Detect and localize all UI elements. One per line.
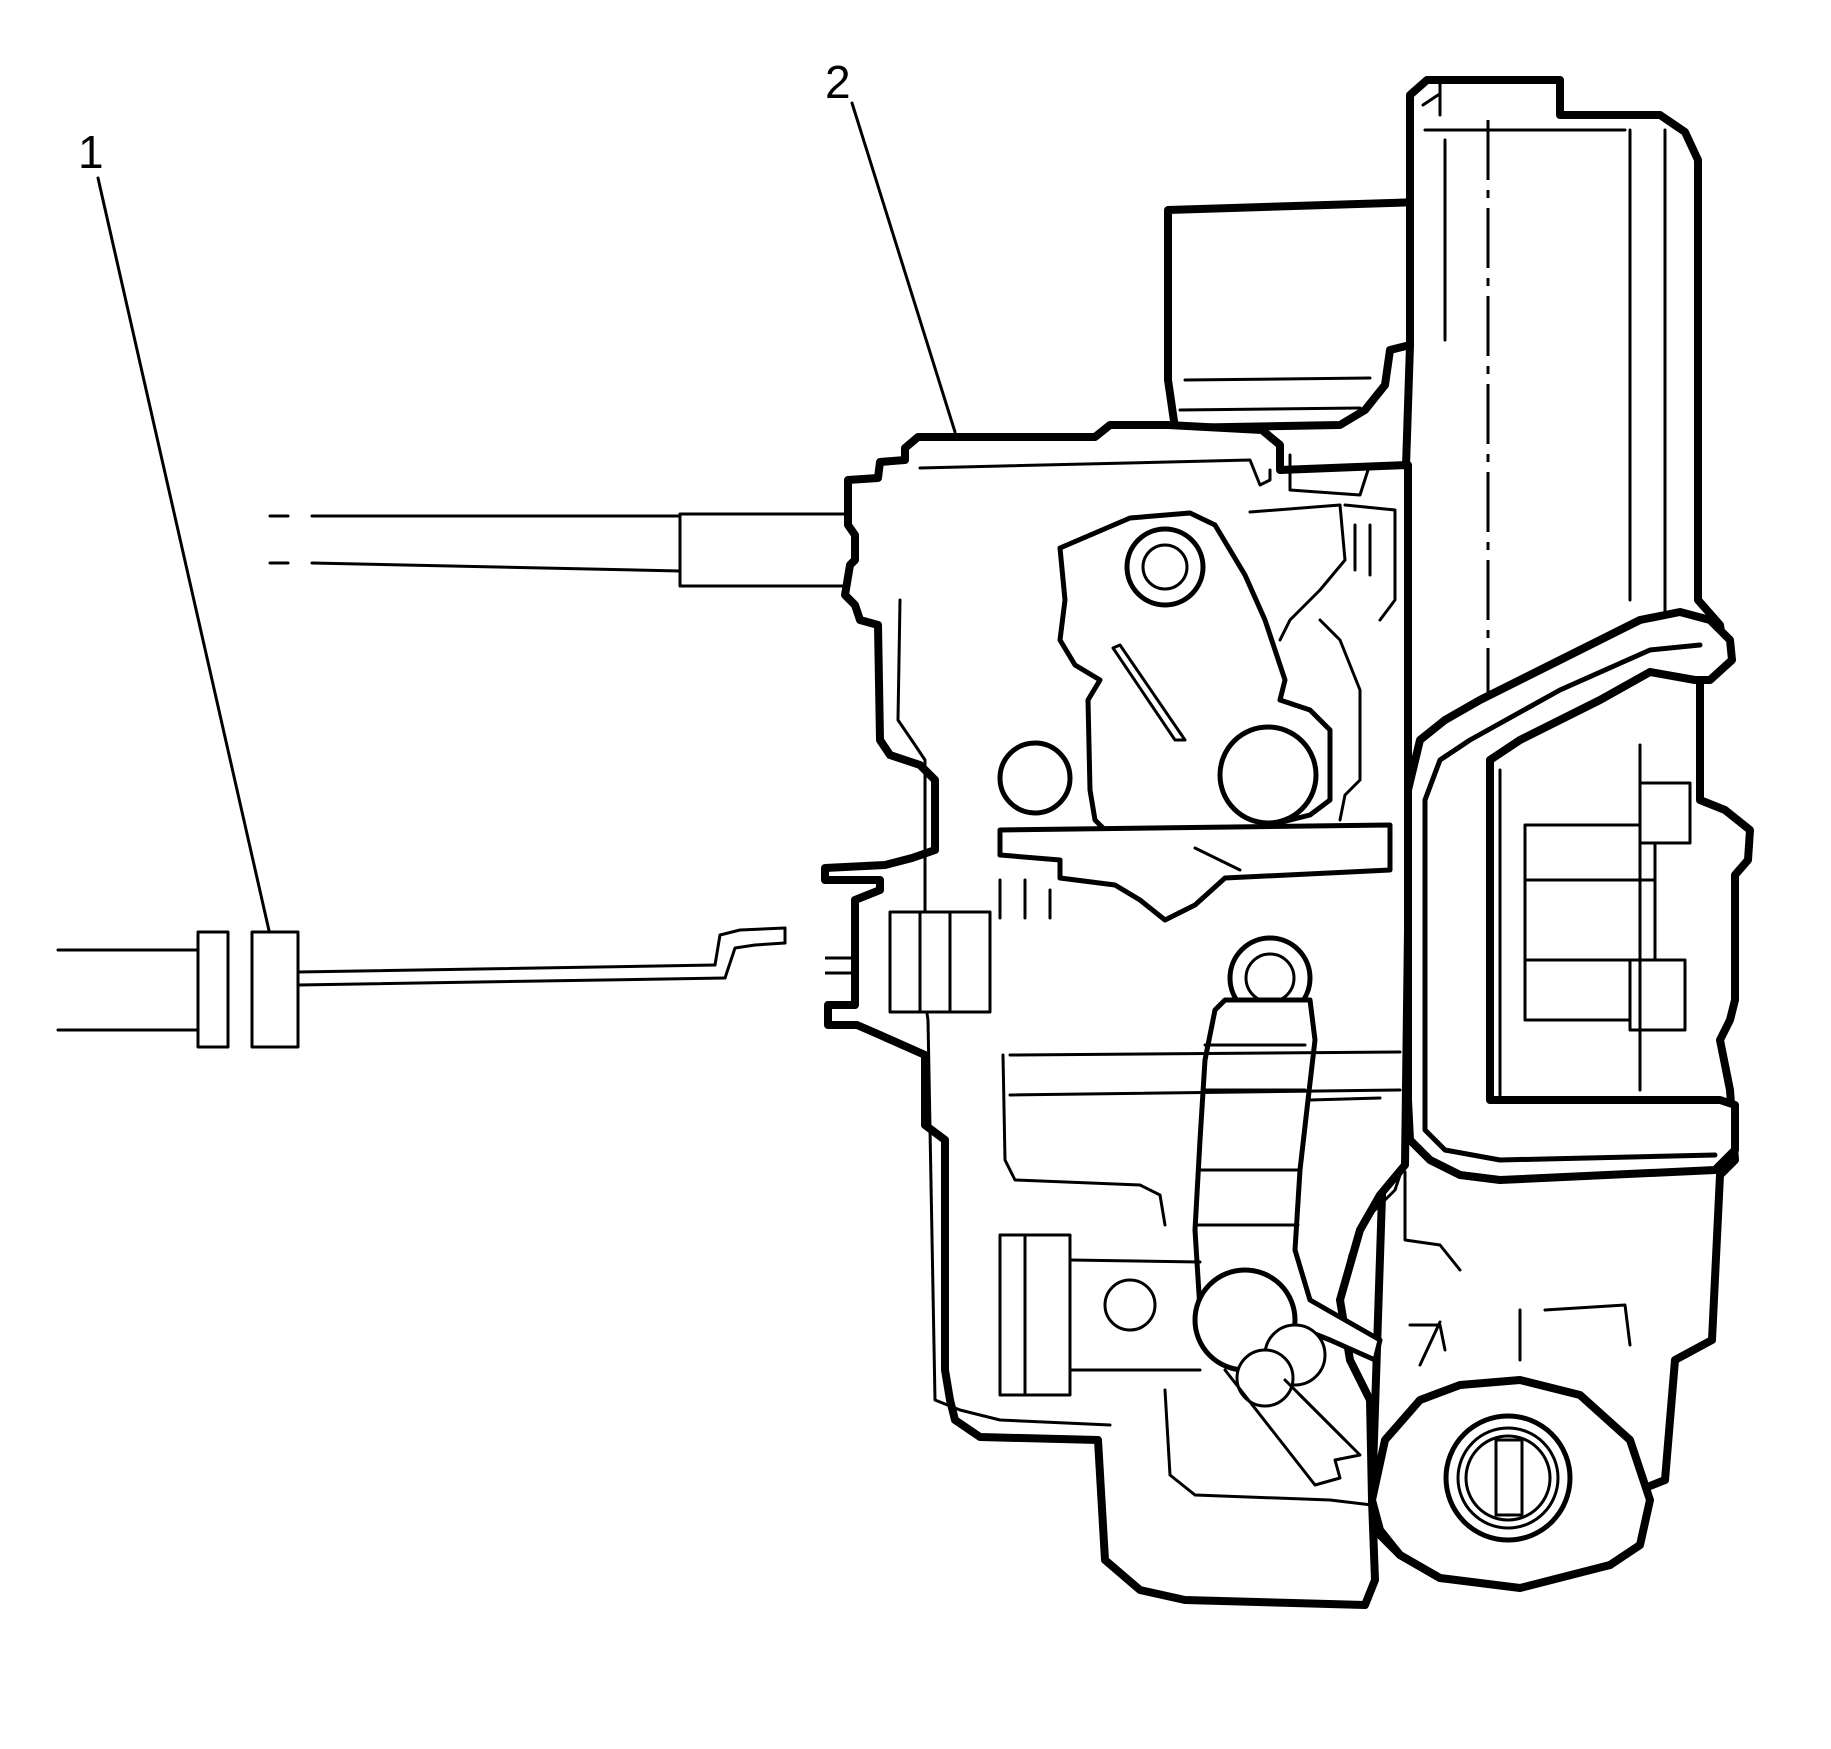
lock-seal [1404,608,1739,1184]
callout-label-1: 1 [78,126,104,178]
lower-cable [56,926,1240,1049]
leader-line-2 [850,101,957,434]
motor-housing [1164,198,1426,432]
key-cylinder [1368,1376,1654,1592]
leader-line-1 [96,176,272,937]
lock-body [821,421,1632,1609]
callout-label-2: 2 [825,56,851,108]
